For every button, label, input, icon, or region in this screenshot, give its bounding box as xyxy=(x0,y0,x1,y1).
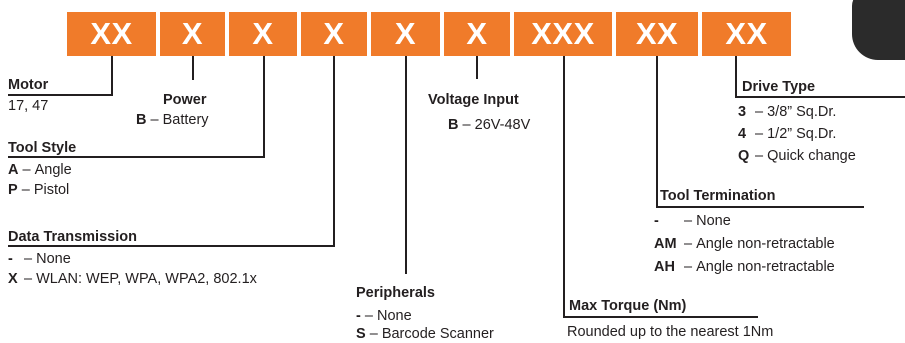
option-code: B xyxy=(136,112,147,128)
tool-termination-option: AH– Angle non-retractable xyxy=(654,258,835,276)
option-code: - xyxy=(654,213,659,229)
option-code: AM xyxy=(654,236,677,252)
voltage-input-option: B – 26V-48V xyxy=(448,116,530,134)
tool-style-underline xyxy=(8,156,265,158)
tool-termination-underline xyxy=(656,206,864,208)
data-transmission-title: Data Transmission xyxy=(8,229,137,245)
separator: – xyxy=(755,148,764,164)
data-transmission-connector xyxy=(333,56,335,247)
drive-type-option: 3– 3/8” Sq.Dr. xyxy=(738,103,836,121)
drive-type-option: Q– Quick change xyxy=(738,147,856,165)
option-desc: 3/8” Sq.Dr. xyxy=(767,104,837,120)
option-code: 3 xyxy=(738,104,747,120)
option-desc: None xyxy=(376,308,412,324)
separator: – xyxy=(684,213,693,229)
tool-style-option: A – Angle xyxy=(8,161,72,179)
option-desc: WLAN: WEP, WPA, WPA2, 802.1x xyxy=(36,271,257,287)
code-box-voltage-input: X xyxy=(444,12,510,56)
separator: – xyxy=(755,104,764,120)
option-desc: Battery xyxy=(162,112,209,128)
option-code: AH xyxy=(654,259,675,275)
data-transmission-option: X– WLAN: WEP, WPA, WPA2, 802.1x xyxy=(8,270,257,288)
option-code: S xyxy=(356,326,366,342)
code-box-tool-style: X xyxy=(229,12,297,56)
peripherals-option: S – Barcode Scanner xyxy=(356,325,494,343)
code-box-tool-termination: XX xyxy=(616,12,698,56)
drive-type-connector xyxy=(735,56,737,98)
separator: – xyxy=(369,326,378,342)
motor-title: Motor xyxy=(8,77,49,93)
code-box-peripherals: X xyxy=(371,12,440,56)
drive-type-option: 4– 1/2” Sq.Dr. xyxy=(738,125,836,143)
tool-product-image xyxy=(852,0,905,60)
power-connector xyxy=(192,56,194,80)
code-box-data-transmission: X xyxy=(301,12,367,56)
option-desc: Angle xyxy=(34,162,72,178)
option-desc: None xyxy=(36,251,71,267)
max-torque-underline xyxy=(563,316,758,318)
separator: – xyxy=(364,308,373,324)
option-desc: Pistol xyxy=(33,182,70,198)
data-transmission-underline xyxy=(8,245,335,247)
separator: – xyxy=(22,162,31,178)
tool-termination-connector xyxy=(656,56,658,208)
drive-type-title: Drive Type xyxy=(742,79,816,95)
peripherals-title: Peripherals xyxy=(356,285,435,301)
code-box-drive-type: XX xyxy=(702,12,791,56)
max-torque-connector xyxy=(563,56,565,318)
option-desc: Barcode Scanner xyxy=(381,326,494,342)
drive-type-underline xyxy=(735,96,905,98)
option-desc: Quick change xyxy=(767,148,856,164)
tool-termination-option: - – None xyxy=(654,212,731,230)
separator: – xyxy=(24,251,33,267)
max-torque-note: Rounded up to the nearest 1Nm xyxy=(567,324,774,340)
option-code: X xyxy=(8,271,18,287)
tool-style-option: P – Pistol xyxy=(8,181,69,199)
option-desc: None xyxy=(696,213,731,229)
separator: – xyxy=(150,112,159,128)
peripherals-option: - – None xyxy=(356,307,412,325)
data-transmission-option: -– None xyxy=(8,250,71,268)
option-code: 4 xyxy=(738,126,747,142)
voltage-input-connector xyxy=(476,56,478,79)
separator: – xyxy=(684,259,693,275)
option-desc: Angle non-retractable xyxy=(696,236,835,252)
motor-values: 17, 47 xyxy=(8,98,49,114)
motor-underline xyxy=(8,94,113,96)
code-box-motor: XX xyxy=(67,12,156,56)
voltage-input-title: Voltage Input xyxy=(428,92,519,108)
option-code: B xyxy=(448,117,459,133)
tool-style-connector xyxy=(263,56,265,158)
code-box-power: X xyxy=(160,12,225,56)
power-option: B – Battery xyxy=(136,111,209,129)
option-code: A xyxy=(8,162,19,178)
option-code: P xyxy=(8,182,18,198)
option-code: Q xyxy=(738,148,750,164)
separator: – xyxy=(24,271,33,287)
tool-termination-title: Tool Termination xyxy=(660,188,776,204)
tool-termination-option: AM– Angle non-retractable xyxy=(654,235,835,253)
option-desc: Angle non-retractable xyxy=(696,259,835,275)
motor-connector xyxy=(111,56,113,96)
peripherals-connector xyxy=(405,56,407,274)
separator: – xyxy=(755,126,764,142)
separator: – xyxy=(462,117,471,133)
option-desc: 26V-48V xyxy=(474,117,531,133)
power-title: Power xyxy=(163,92,207,108)
option-desc: 1/2” Sq.Dr. xyxy=(767,126,837,142)
code-box-max-torque: XXX xyxy=(514,12,612,56)
option-code: - xyxy=(8,251,13,267)
separator: – xyxy=(21,182,30,198)
tool-style-title: Tool Style xyxy=(8,140,77,156)
option-code: - xyxy=(356,308,361,324)
separator: – xyxy=(684,236,693,252)
max-torque-title: Max Torque (Nm) xyxy=(569,298,687,314)
